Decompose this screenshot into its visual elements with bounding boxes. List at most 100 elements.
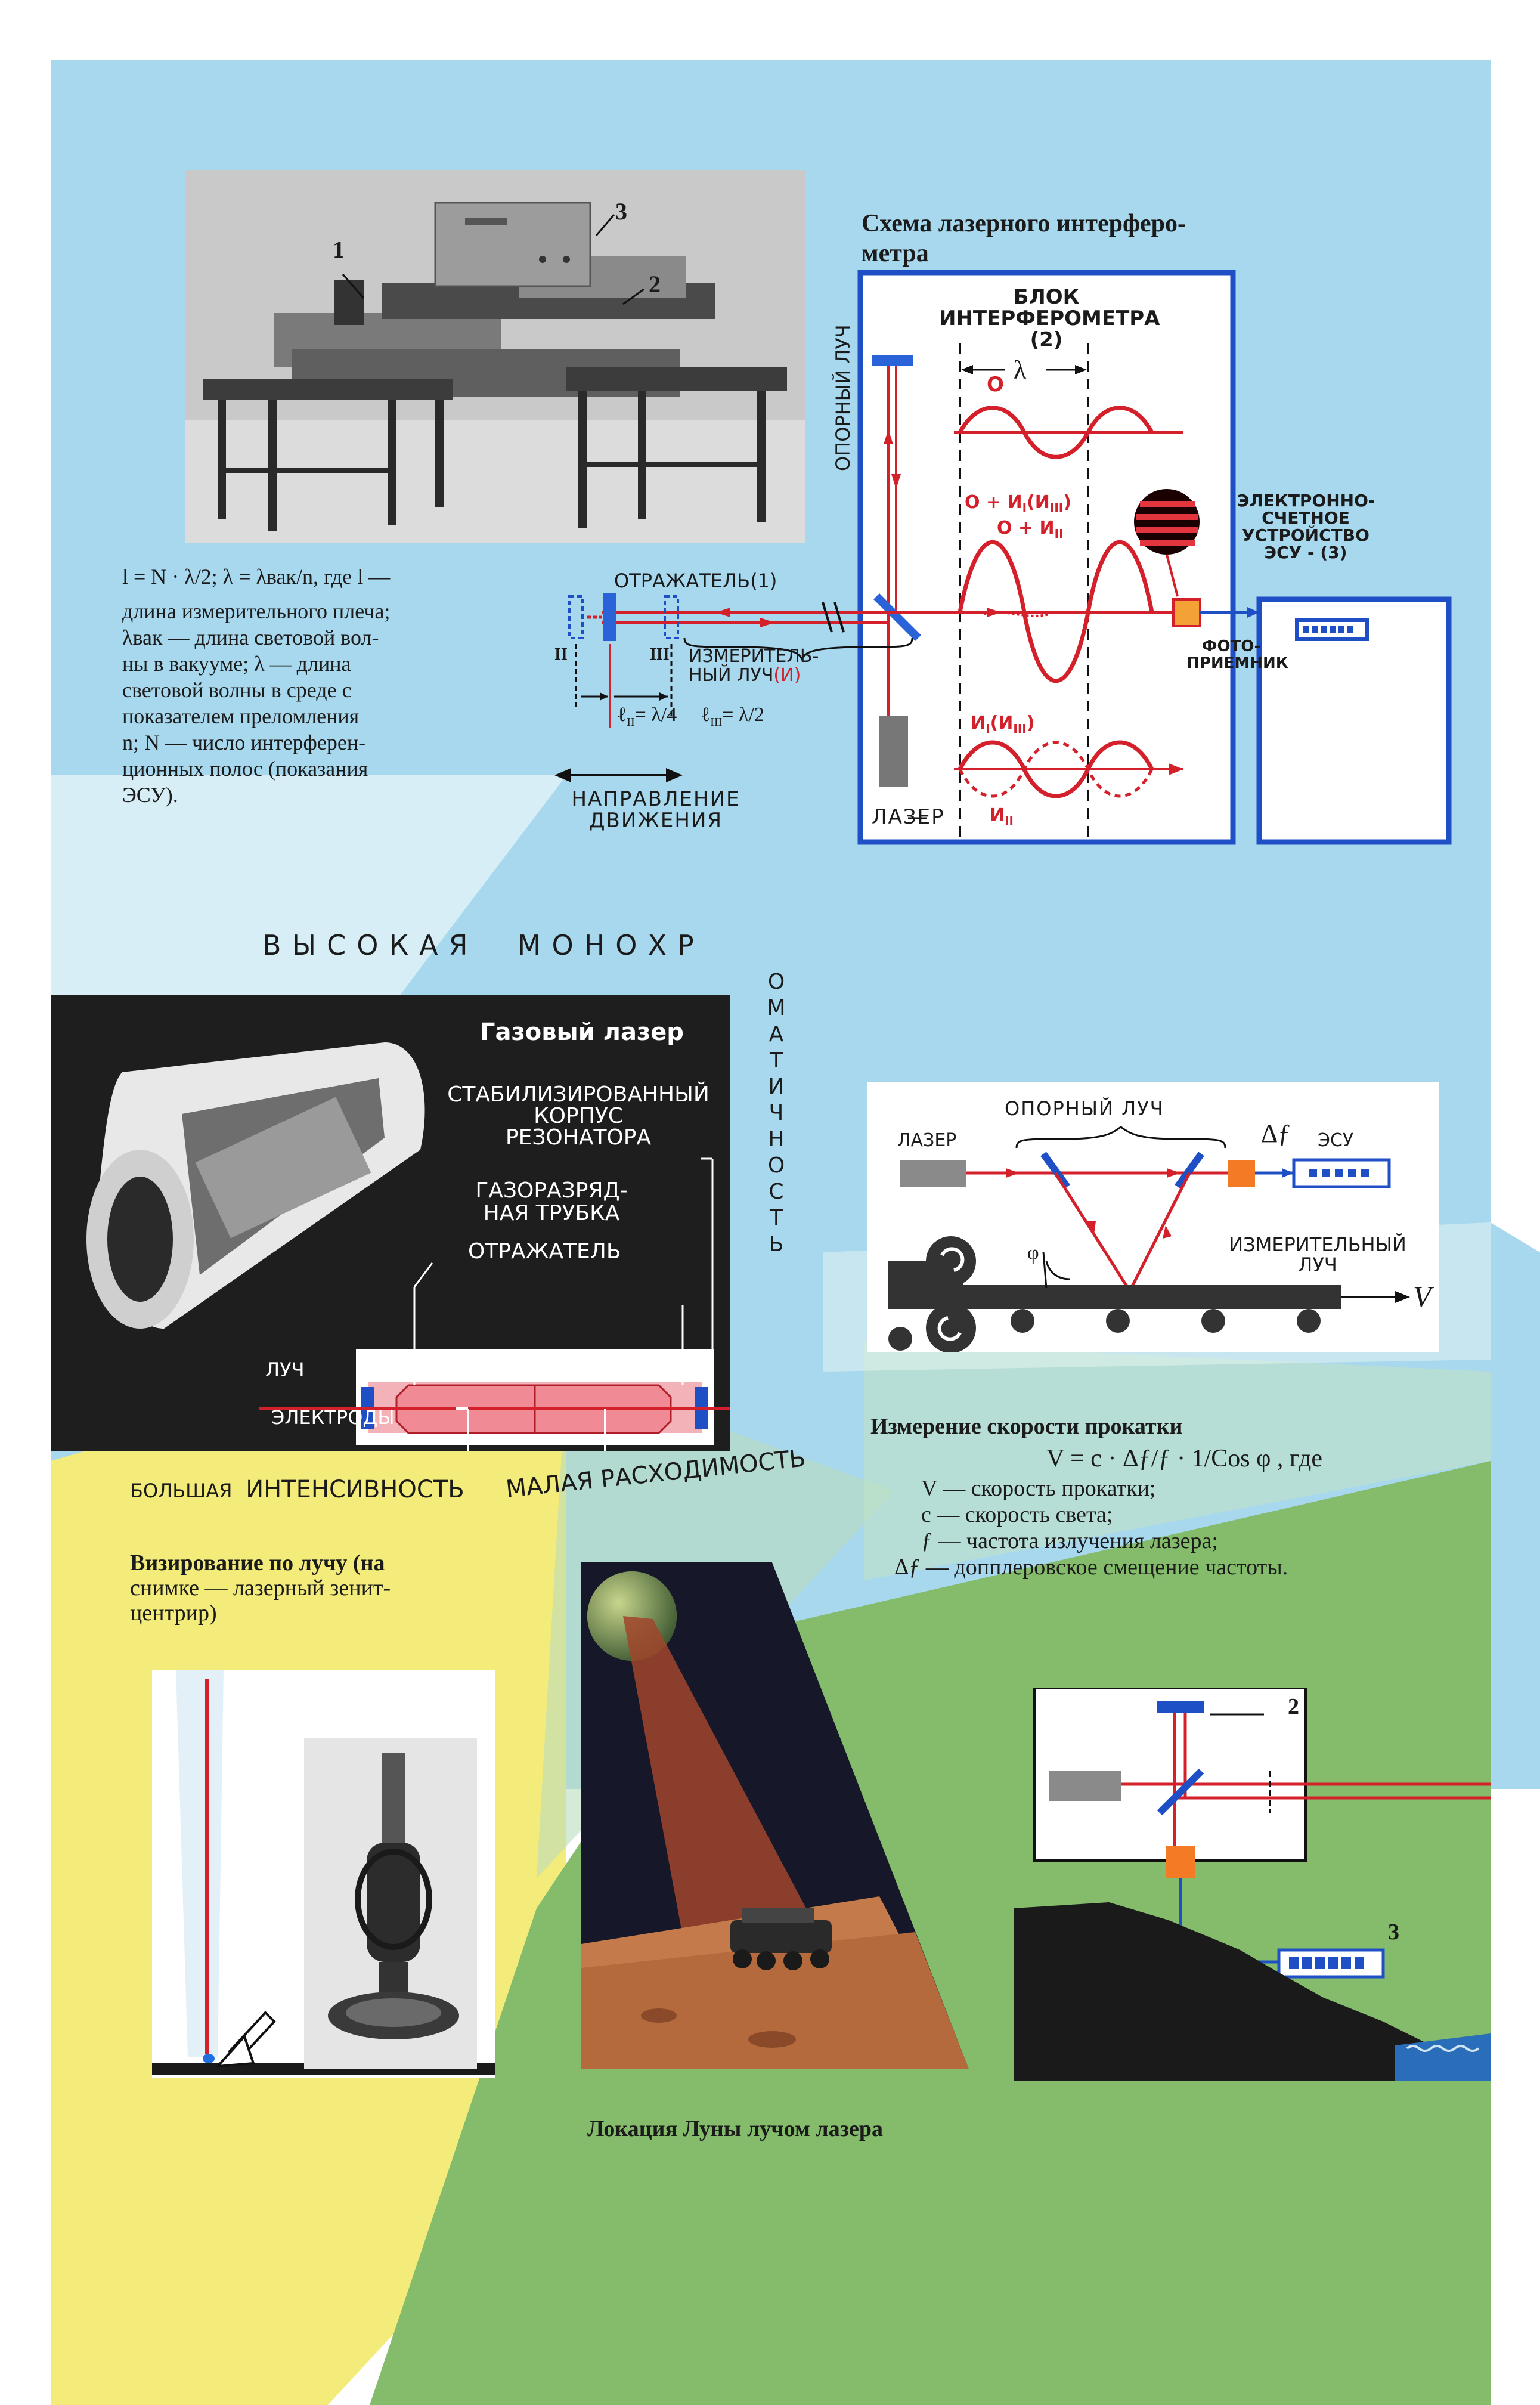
- rolling-measuring-line2: ЛУЧ: [1298, 1253, 1337, 1276]
- wave-iII-sub: II: [1005, 814, 1014, 828]
- photoreceiver-line2: ПРИЕМНИК: [1186, 654, 1288, 672]
- rolling-def3: ƒ — частота излучения лазера;: [921, 1528, 1218, 1553]
- esu-line2: СЧЕТНОЕ: [1262, 508, 1350, 528]
- measuring-beam-line1: ИЗМЕРИТЕЛЬ-: [689, 646, 819, 667]
- formula-main: l = N · λ/2; λ = λвак/n, где l —: [122, 565, 391, 589]
- rolling-phi: φ: [1027, 1242, 1039, 1264]
- wave-iI-label: ИI(ИIII): [971, 713, 1034, 736]
- interferometer-diagram: [554, 270, 1452, 845]
- l-II-symbol: ℓ: [617, 704, 627, 726]
- direction-line2: ДВИЖЕНИЯ: [588, 809, 723, 832]
- wave-o-plus-iII-label: О + ИII: [997, 518, 1064, 541]
- tube-line1: ГАЗОРАЗРЯД-: [475, 1178, 628, 1203]
- interferometer-caption-line1: Схема лазерного интерферо-: [862, 210, 1186, 237]
- prop-big: БОЛЬШАЯ: [130, 1479, 233, 1502]
- wave-iI-close: ): [1026, 713, 1035, 733]
- rolling-reference-label: ОПОРНЫЙ ЛУЧ: [1005, 1097, 1164, 1120]
- sighting-line3: центрир): [130, 1601, 217, 1626]
- formula-line5: показателем преломления: [122, 704, 360, 728]
- interferometer-caption-line2: метра: [862, 240, 929, 267]
- rolling-v: V: [1413, 1280, 1431, 1313]
- prop-intensity: ИНТЕНСИВНОСТЬ: [246, 1476, 464, 1503]
- mono-v-9: Т: [770, 1206, 783, 1230]
- laser-properties-line: БОЛЬШАЯ ИНТЕНСИВНОСТЬ МАЛАЯ РАСХОДИМОСТЬ: [130, 1444, 809, 1503]
- mono-v-10: Ь: [769, 1232, 784, 1256]
- sighting-line2: снимке — лазерный зенит-: [130, 1576, 391, 1601]
- esu-line4: ЭСУ - (3): [1264, 543, 1347, 562]
- wave-iII-text: И: [990, 805, 1005, 826]
- block-title-line2: ИНТЕРФЕРОМЕТРА (2): [939, 307, 1160, 352]
- mono-v-6: Н: [768, 1127, 785, 1152]
- esu-line3: УСТРОЙСТВО: [1242, 525, 1369, 545]
- rolling-esu-label: ЭСУ: [1318, 1130, 1354, 1151]
- mono-horizontal: ВЫСОКАЯ МОНОХР: [262, 929, 705, 961]
- l-II-sub: II: [627, 715, 635, 729]
- coast-label-2: 2: [1288, 1694, 1299, 1719]
- l-III-label: ℓIII= λ/2: [701, 704, 764, 729]
- mono-v-5: Ч: [769, 1101, 784, 1125]
- l-II-label: ℓII= λ/4: [617, 704, 677, 729]
- rolling-def4: Δƒ — допплеровское смещение частоты.: [894, 1555, 1288, 1580]
- photo-label-3: 3: [615, 198, 627, 225]
- l-III-sub: III: [710, 715, 723, 729]
- wave-o-plus-iI-sub: I: [1022, 501, 1027, 515]
- measuring-beam-label: ИЗМЕРИТЕЛЬ- НЫЙ ЛУЧ(И): [689, 647, 819, 685]
- stabilized-body-label: СТАБИЛИЗИРОВАННЫЙ КОРПУС РЕЗОНАТОРА: [438, 1084, 718, 1149]
- interferometer-photo: 1 2 3: [185, 170, 805, 543]
- formula-line4: световой волны в среде с: [122, 678, 352, 702]
- formula-line3: ны в вакууме; λ — длина: [122, 652, 351, 676]
- photoreceiver-line1: ФОТО-: [1201, 637, 1261, 655]
- mono-v-2: А: [769, 1022, 784, 1047]
- gas-laser-beam-label: ЛУЧ: [265, 1358, 305, 1381]
- gas-laser-panel: Газовый лазер СТАБИЛИЗИРОВАННЫЙ КОРПУС Р…: [51, 995, 730, 1451]
- electrodes-label: ЭЛЕКТРОДЫ: [271, 1406, 395, 1429]
- formula-block: l = N · λ/2; λ = λвак/n, где l — длина и…: [122, 564, 540, 808]
- wave-o-plus-iII-text: О + И: [997, 518, 1055, 538]
- block-title-line1: БЛОК: [1013, 285, 1080, 309]
- mono-v-3: Т: [770, 1048, 783, 1073]
- position-II-label: II: [554, 645, 568, 664]
- rolling-formula: V = c · Δƒ/ƒ · 1/Cos φ , где: [1046, 1445, 1322, 1472]
- wave-o-plus-iI-text: О + И: [965, 492, 1022, 513]
- discharge-tube-label: ГАЗОРАЗРЯД- НАЯ ТРУБКА: [432, 1180, 671, 1225]
- esu-label: ЭЛЕКТРОННО- СЧЕТНОЕ УСТРОЙСТВО ЭСУ - (3): [1237, 492, 1375, 562]
- wave-o-plus-iI-paren-sub: III: [1049, 501, 1064, 515]
- rolling-def2: c — скорость света;: [921, 1502, 1113, 1527]
- direction-label: НАПРАВЛЕНИЕ ДВИЖЕНИЯ: [554, 788, 757, 831]
- photoreceiver-label: ФОТО- ПРИЕМНИК: [1186, 637, 1288, 672]
- sighting-line1-text: Визирование по лучу (на: [130, 1550, 385, 1576]
- reflector-label: ОТРАЖАТЕЛЬ(1): [614, 569, 777, 592]
- coast-measurement-panel: 2 3: [1014, 1688, 1491, 2081]
- wave-o-label: О: [987, 373, 1004, 397]
- coast-label-3: 3: [1388, 1920, 1399, 1945]
- gas-laser-reflector-label: ОТРАЖАТЕЛЬ: [468, 1239, 621, 1264]
- mono-vertical: О М А Т И Ч Н О С Т Ь: [764, 969, 788, 1258]
- mono-v-1: М: [767, 996, 786, 1020]
- wave-o-plus-iI-label: О + ИI(ИIII): [965, 492, 1071, 515]
- interferometer-laser-label: ЛАЗЕР: [872, 805, 945, 829]
- sighting-panel: [152, 1670, 495, 2078]
- tube-line2: НАЯ ТРУБКА: [483, 1201, 620, 1225]
- photo-label-1: 1: [333, 236, 345, 263]
- wave-iI-text: И: [971, 713, 986, 733]
- reference-beam-label: ОПОРНЫЙ ЛУЧ: [832, 324, 854, 471]
- interferometer-caption: Схема лазерного интерферо- метра: [862, 209, 1186, 268]
- rolling-delta-f: Δƒ: [1261, 1119, 1291, 1148]
- rolling-measuring-label: ИЗМЕРИТЕЛЬНЫЙ ЛУЧ: [1192, 1234, 1439, 1275]
- formula-line6: n; N — число интерферен-: [122, 731, 366, 754]
- measuring-beam-tag: (И): [773, 665, 801, 686]
- rolling-caption: Измерение скорости прокатки V = c · Δƒ/ƒ…: [870, 1413, 1467, 1580]
- mono-v-7: О: [767, 1153, 785, 1178]
- stab-line1: СТАБИЛИЗИРОВАННЫЙ: [447, 1082, 709, 1107]
- formula-line7: ционных полос (показания: [122, 757, 368, 781]
- lambda-label: λ: [1014, 355, 1027, 385]
- l-III-eq: = λ/2: [722, 704, 764, 726]
- gas-laser-title: Газовый лазер: [480, 1019, 684, 1046]
- l-III-symbol: ℓ: [701, 704, 711, 726]
- interferometer-block-title: БЛОК ИНТЕРФЕРОМЕТРА (2): [939, 285, 1160, 352]
- wave-o-plus-iII-sub: II: [1054, 527, 1064, 541]
- wave-iI-paren: (И: [990, 713, 1014, 733]
- mono-v-8: С: [769, 1180, 784, 1204]
- stab-line2: КОРПУС: [534, 1104, 623, 1128]
- formula-line1: длина измерительного плеча;: [122, 599, 391, 623]
